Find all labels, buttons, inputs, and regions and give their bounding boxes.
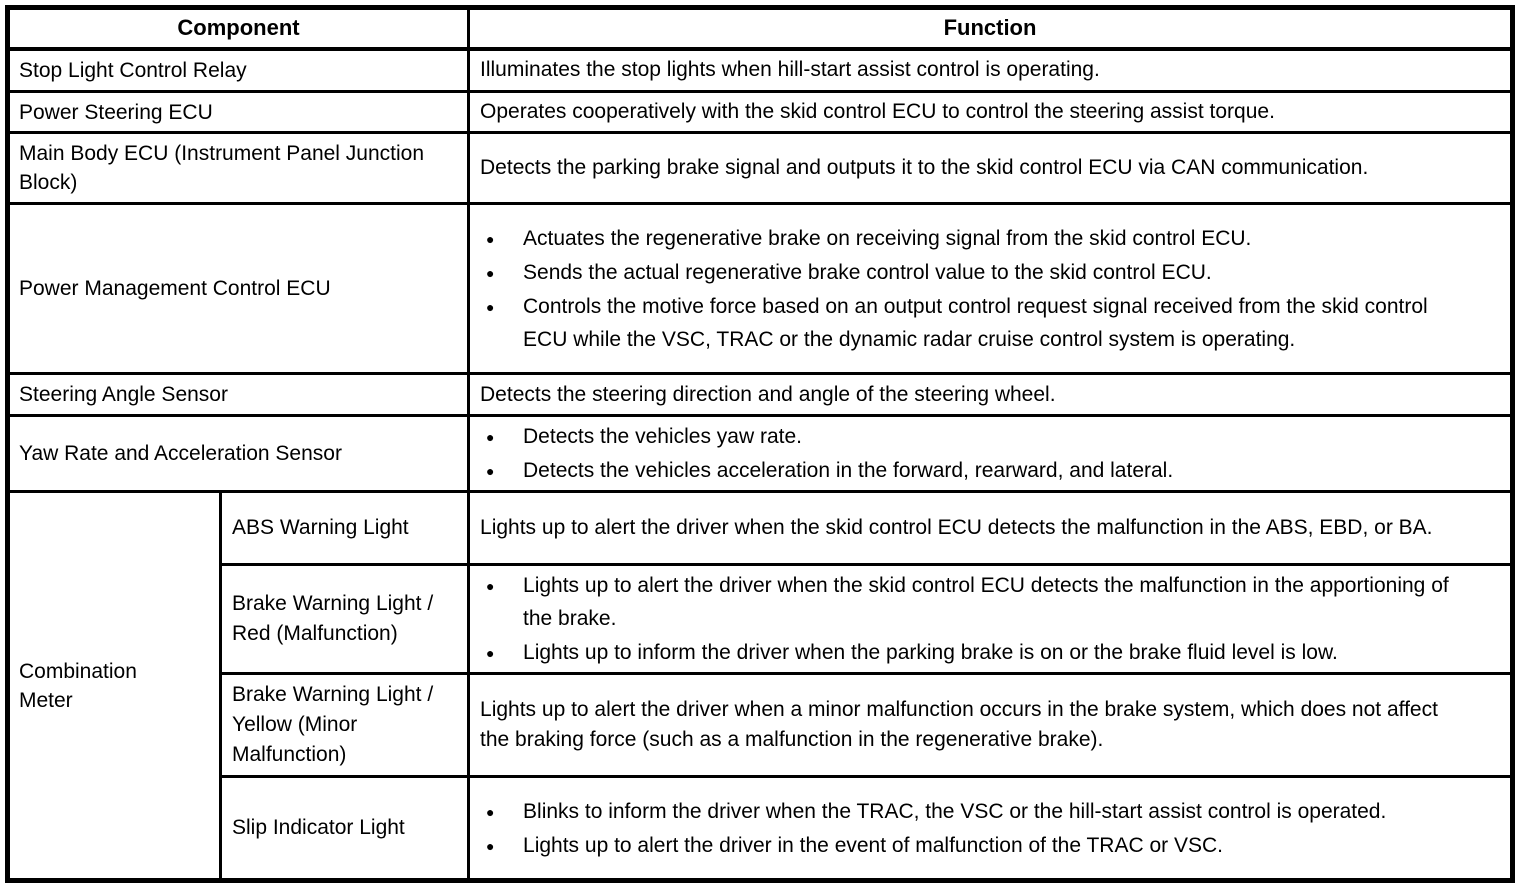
subcomponent-label: Slip Indicator Light bbox=[232, 816, 405, 839]
component-label: Main Body ECU (Instrument Panel Junction… bbox=[19, 142, 425, 194]
bullet-icon bbox=[486, 579, 494, 593]
function-bullet-list: Blinks to inform the driver when the TRA… bbox=[484, 795, 1506, 862]
component-cell: Stop Light Control Relay bbox=[5, 47, 471, 93]
function-cell: Blinks to inform the driver when the TRA… bbox=[467, 775, 1514, 882]
function-cell: Lights up to alert the driver when the s… bbox=[467, 490, 1514, 566]
table-row-brake-warning-light-red: Brake Warning Light / Red (Malfunction) … bbox=[8, 563, 1514, 675]
function-text: Lights up to alert the driver when the s… bbox=[480, 516, 1433, 539]
bullet-text: Lights up to alert the driver in the eve… bbox=[523, 833, 1223, 857]
table-row-yaw-rate-acceleration-sensor: Yaw Rate and Acceleration Sensor Detects… bbox=[5, 414, 1514, 493]
function-text: Detects the parking brake signal and out… bbox=[480, 156, 1369, 179]
function-cell: Operates cooperatively with the skid con… bbox=[467, 90, 1514, 134]
function-bullet-list: Actuates the regenerative brake on recei… bbox=[484, 222, 1506, 356]
bullet-item: Blinks to inform the driver when the TRA… bbox=[484, 795, 1506, 828]
component-cell: Power Management Control ECU bbox=[5, 202, 471, 375]
component-cell: Steering Angle Sensor bbox=[5, 372, 471, 417]
component-cell: Power Steering ECU bbox=[5, 90, 471, 134]
function-bullet-list: Lights up to alert the driver when the s… bbox=[484, 569, 1506, 669]
subcomponent-cell: Brake Warning Light / Red (Malfunction) bbox=[218, 563, 471, 675]
bullet-item: Sends the actual regenerative brake cont… bbox=[484, 256, 1506, 289]
bullet-icon bbox=[486, 839, 494, 853]
bullet-text: Lights up to inform the driver when the … bbox=[523, 641, 1338, 664]
subcomponent-cell: Slip Indicator Light bbox=[218, 775, 471, 882]
table-row-slip-indicator-light: Slip Indicator Light Blinks to inform th… bbox=[8, 775, 1514, 882]
table-row-main-body-ecu: Main Body ECU (Instrument Panel Junction… bbox=[5, 131, 1514, 205]
function-cell: Detects the vehicles yaw rate. Detects t… bbox=[467, 414, 1514, 493]
component-label: Stop Light Control Relay bbox=[19, 58, 247, 82]
component-function-table: Component Function Stop Light Control Re… bbox=[5, 5, 1515, 883]
bullet-item: Lights up to inform the driver when the … bbox=[484, 636, 1506, 669]
table-row-stop-light-control-relay: Stop Light Control Relay Illuminates the… bbox=[5, 47, 1514, 93]
bullet-text: Controls the motive force based on an ou… bbox=[523, 294, 1428, 351]
subcomponent-label: ABS Warning Light bbox=[232, 516, 409, 539]
bullet-icon bbox=[486, 232, 494, 246]
component-label: Steering Angle Sensor bbox=[19, 383, 228, 406]
bullet-icon bbox=[486, 646, 494, 660]
bullet-icon bbox=[486, 300, 494, 314]
bullet-icon bbox=[486, 430, 494, 444]
function-text: Detects the steering direction and angle… bbox=[480, 382, 1056, 406]
function-cell: Illuminates the stop lights when hill-st… bbox=[467, 47, 1514, 93]
bullet-text: Lights up to alert the driver when the s… bbox=[523, 574, 1449, 630]
component-label: Power Management Control ECU bbox=[19, 277, 331, 300]
component-cell: Main Body ECU (Instrument Panel Junction… bbox=[5, 131, 471, 205]
component-label: Combination Meter bbox=[19, 659, 137, 712]
component-cell-combination-meter: Combination Meter bbox=[6, 490, 222, 882]
bullet-icon bbox=[486, 805, 494, 819]
function-cell: Actuates the regenerative brake on recei… bbox=[467, 202, 1514, 375]
subcomponent-cell: ABS Warning Light bbox=[218, 490, 471, 566]
function-cell: Lights up to alert the driver when a min… bbox=[467, 672, 1514, 778]
bullet-item: Controls the motive force based on an ou… bbox=[484, 290, 1506, 356]
bullet-text: Detects the vehicles yaw rate. bbox=[523, 425, 802, 448]
function-text: Lights up to alert the driver when a min… bbox=[480, 698, 1438, 751]
bullet-text: Detects the vehicles acceleration in the… bbox=[523, 459, 1174, 482]
function-cell: Detects the parking brake signal and out… bbox=[467, 131, 1514, 205]
table-header-row: Component Function bbox=[5, 6, 1514, 51]
bullet-item: Lights up to alert the driver when the s… bbox=[484, 569, 1506, 635]
function-column-header: Function bbox=[467, 6, 1514, 51]
table-row-power-management-control-ecu: Power Management Control ECU Actuates th… bbox=[5, 202, 1514, 375]
bullet-text: Actuates the regenerative brake on recei… bbox=[523, 226, 1252, 250]
bullet-item: Detects the vehicles yaw rate. bbox=[484, 420, 1506, 453]
function-text: Illuminates the stop lights when hill-st… bbox=[480, 58, 1100, 82]
table-row-brake-warning-light-yellow: Brake Warning Light / Yellow (Minor Malf… bbox=[8, 672, 1514, 778]
table-row-abs-warning-light: Combination Meter ABS Warning Light Ligh… bbox=[6, 490, 1514, 882]
bullet-item: Lights up to alert the driver in the eve… bbox=[484, 829, 1506, 862]
bullet-text: Blinks to inform the driver when the TRA… bbox=[523, 799, 1387, 823]
function-cell: Lights up to alert the driver when the s… bbox=[467, 563, 1514, 675]
table-row-steering-angle-sensor: Steering Angle Sensor Detects the steeri… bbox=[5, 372, 1514, 417]
bullet-text: Sends the actual regenerative brake cont… bbox=[523, 260, 1212, 284]
bullet-item: Detects the vehicles acceleration in the… bbox=[484, 454, 1506, 487]
function-bullet-list: Detects the vehicles yaw rate. Detects t… bbox=[484, 420, 1506, 487]
component-column-header: Component bbox=[5, 6, 471, 51]
function-cell: Detects the steering direction and angle… bbox=[467, 372, 1514, 417]
component-label: Yaw Rate and Acceleration Sensor bbox=[19, 442, 342, 465]
subcomponent-label: Brake Warning Light / Red (Malfunction) bbox=[232, 592, 434, 645]
table-row-power-steering-ecu: Power Steering ECU Operates cooperativel… bbox=[5, 90, 1514, 134]
component-label: Power Steering ECU bbox=[19, 100, 213, 124]
component-cell: Yaw Rate and Acceleration Sensor bbox=[5, 414, 471, 493]
bullet-item: Actuates the regenerative brake on recei… bbox=[484, 222, 1506, 255]
function-text: Operates cooperatively with the skid con… bbox=[480, 100, 1275, 123]
subcomponent-label: Brake Warning Light / Yellow (Minor Malf… bbox=[232, 683, 434, 766]
subcomponent-cell: Brake Warning Light / Yellow (Minor Malf… bbox=[218, 672, 471, 778]
bullet-icon bbox=[486, 464, 494, 478]
bullet-icon bbox=[486, 266, 494, 280]
